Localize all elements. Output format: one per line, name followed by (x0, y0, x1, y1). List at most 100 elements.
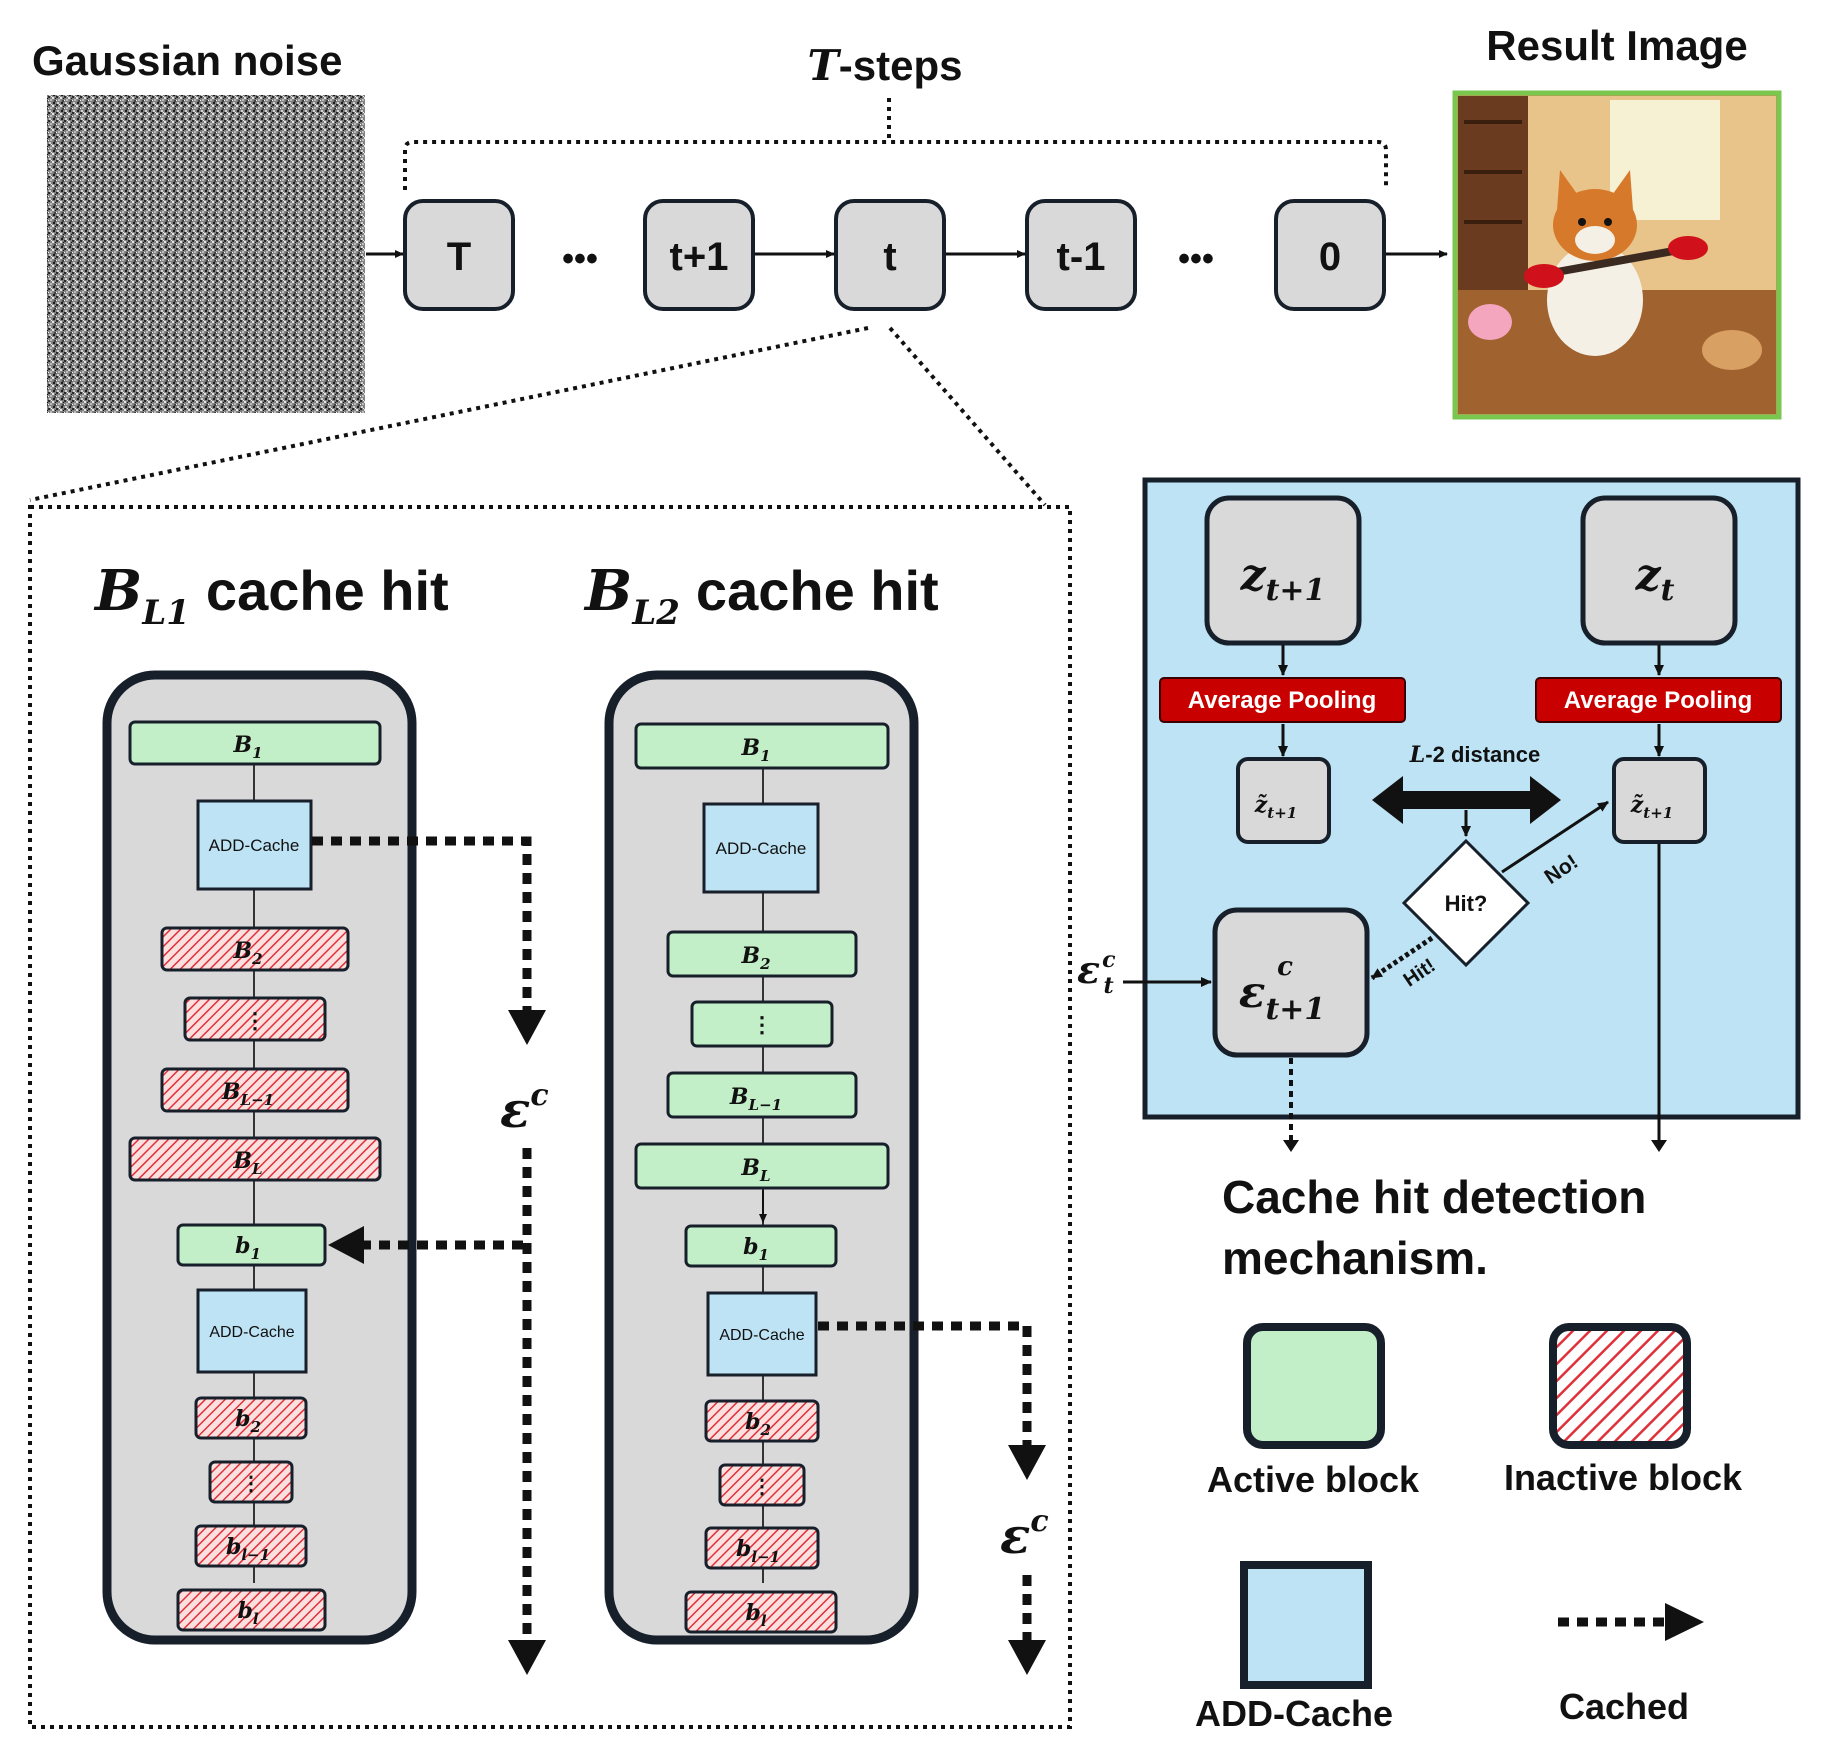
add-cache-block: ADD-Cache (196, 1288, 308, 1374)
t-steps-label: T-steps (808, 41, 963, 90)
z-tilde-output-arrowhead (1651, 1140, 1667, 1152)
svg-text:BL: BL (232, 1148, 262, 1178)
timeline-step-t-minus-1: t-1 (1025, 199, 1137, 311)
svg-text:z̃t+1: z̃t+1 (1254, 792, 1297, 822)
svg-text:Average Pooling: Average Pooling (1564, 687, 1752, 714)
svg-text:Average Pooling: Average Pooling (1188, 687, 1376, 714)
svg-text:c: c (1277, 952, 1293, 982)
l2-distance-label: L-2 distance (1409, 742, 1540, 768)
svg-text:B1: B1 (740, 735, 770, 765)
block-bl-inactive: bl (684, 1590, 838, 1634)
hit-decision-diamond: Hit? (1401, 838, 1531, 968)
step-label: 0 (1319, 235, 1341, 279)
cached-arrowhead (508, 1640, 546, 1675)
z-t-plus-1-node: zt+1 (1204, 495, 1362, 646)
svg-text:b2: b2 (235, 1406, 261, 1436)
svg-text:εt+1: εt+1 (1239, 967, 1326, 1027)
block-B2-inactive: B2 (160, 926, 350, 972)
step-label: t-1 (1057, 235, 1106, 279)
block-bl-inactive: bl (176, 1588, 327, 1632)
toy-icon (1524, 264, 1564, 288)
bookshelf-icon (1458, 96, 1528, 306)
svg-text:Active block: Active block (1207, 1459, 1420, 1500)
legend-cached-arrow: Cached (1558, 1603, 1704, 1727)
block-BL-1: BL−1 (666, 1071, 858, 1119)
svg-text:B2: B2 (740, 943, 770, 973)
block-vdots: ⋮ (690, 1000, 834, 1048)
z-t-node: zt (1580, 495, 1738, 646)
step-label: t+1 (670, 235, 729, 279)
timeline-step-t: t (834, 199, 946, 311)
svg-text:bl: bl (745, 1600, 766, 1630)
svg-text:B1: B1 (232, 732, 262, 762)
svg-text:zt+1: zt+1 (1240, 550, 1326, 608)
zoom-guide-lines (29, 326, 1047, 507)
block-BL: BL (634, 1142, 890, 1190)
block-vdots-inactive: ⋮ (208, 1460, 294, 1504)
block-vdots-inactive: ⋮ (183, 996, 327, 1042)
block-b2-inactive: b2 (704, 1399, 820, 1443)
block-B2: B2 (666, 930, 858, 978)
svg-text:b2: b2 (745, 1409, 771, 1439)
svg-text:Cached: Cached (1559, 1686, 1689, 1727)
svg-text:bl−1: bl−1 (226, 1534, 270, 1564)
svg-text:zt: zt (1635, 550, 1675, 608)
svg-text:⋮: ⋮ (752, 1476, 772, 1498)
add-cache-block: ADD-Cache (702, 802, 820, 894)
svg-text:⋮: ⋮ (244, 1008, 266, 1033)
step-label: t (883, 235, 896, 279)
mechanism-caption-line2: mechanism. (1222, 1232, 1488, 1284)
svg-text:b1: b1 (743, 1234, 769, 1264)
svg-text:b1: b1 (235, 1233, 261, 1263)
block-b1: b1 (684, 1224, 838, 1268)
step-label: T (447, 235, 471, 279)
block-B1: B1 (634, 722, 890, 770)
cached-arrow-to-eps (818, 1321, 1032, 1445)
ellipsis: ••• (1178, 240, 1214, 278)
block-vdots-inactive: ⋮ (718, 1463, 806, 1507)
mechanism-caption-line1: Cache hit detection (1222, 1171, 1646, 1223)
cached-arrow-to-eps (312, 836, 532, 1010)
average-pooling-right: Average Pooling (1535, 677, 1782, 723)
timeline-step-T: T (403, 199, 515, 311)
ellipsis: ••• (562, 240, 598, 278)
svg-text:⋮: ⋮ (751, 1012, 773, 1037)
svg-text:ADD-Cache: ADD-Cache (209, 836, 300, 855)
noise-label: Gaussian noise (32, 37, 342, 84)
cached-arrowhead (1008, 1445, 1046, 1480)
result-label: Result Image (1486, 22, 1747, 69)
no-branch-arrow (1501, 800, 1609, 874)
eps-c-label: εc (1000, 1504, 1049, 1565)
svg-text:⋮: ⋮ (241, 1473, 261, 1495)
cached-arrowhead (508, 1010, 546, 1045)
average-pooling-left: Average Pooling (1159, 677, 1406, 723)
svg-text:Hit?: Hit? (1445, 891, 1488, 916)
block-b2-inactive: b2 (194, 1396, 308, 1440)
svg-text:εct: εct (1077, 947, 1116, 999)
corgi-head-icon (1553, 189, 1637, 261)
result-image (1452, 90, 1782, 420)
legend-add-cache: ADD-Cache (1195, 1561, 1393, 1734)
svg-text:bl: bl (237, 1598, 258, 1628)
add-cache-block: ADD-Cache (196, 799, 313, 891)
svg-text:ADD-Cache: ADD-Cache (716, 839, 807, 858)
cached-arrowhead (1008, 1640, 1046, 1675)
block-BL-1-inactive: BL−1 (160, 1067, 350, 1113)
t-steps-bracket (403, 98, 1388, 190)
z-tilde-left: z̃t+1 (1236, 757, 1331, 844)
step-detail-panel (28, 505, 1072, 1729)
legend-inactive-block: Inactive block (1504, 1323, 1743, 1498)
eps-c-label: εc (500, 1078, 549, 1139)
gaussian-noise-image (47, 95, 365, 413)
eps-cached-node: εt+1 c (1212, 907, 1370, 1058)
svg-text:z̃t+1: z̃t+1 (1630, 792, 1673, 822)
svg-text:ADD-Cache: ADD-Cache (209, 1324, 294, 1341)
svg-text:B2: B2 (232, 938, 262, 968)
svg-text:BL−1: BL−1 (221, 1079, 274, 1109)
z-tilde-right: z̃t+1 (1612, 757, 1707, 844)
hit-branch-arrow (1370, 935, 1434, 981)
svg-text:Inactive block: Inactive block (1504, 1457, 1743, 1498)
